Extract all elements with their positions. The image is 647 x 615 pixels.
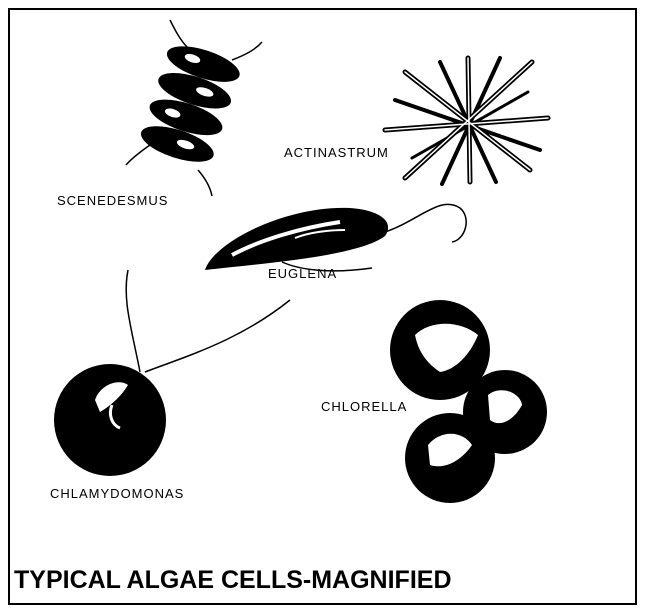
euglena-drawing — [205, 204, 466, 271]
actinastrum-drawing — [385, 58, 548, 184]
figure-caption: TYPICAL ALGAE CELLS-MAGNIFIED — [14, 566, 452, 595]
label-scenedesmus: SCENEDESMUS — [57, 193, 168, 208]
label-euglena: EUGLENA — [268, 266, 337, 281]
label-chlorella: CHLORELLA — [321, 399, 407, 414]
scenedesmus-drawing — [126, 20, 262, 196]
chlamydomonas-drawing — [54, 270, 290, 476]
label-actinastrum: ACTINASTRUM — [284, 145, 389, 160]
chlorella-drawing — [390, 300, 547, 503]
label-chlamydomonas: CHLAMYDOMONAS — [50, 486, 184, 501]
